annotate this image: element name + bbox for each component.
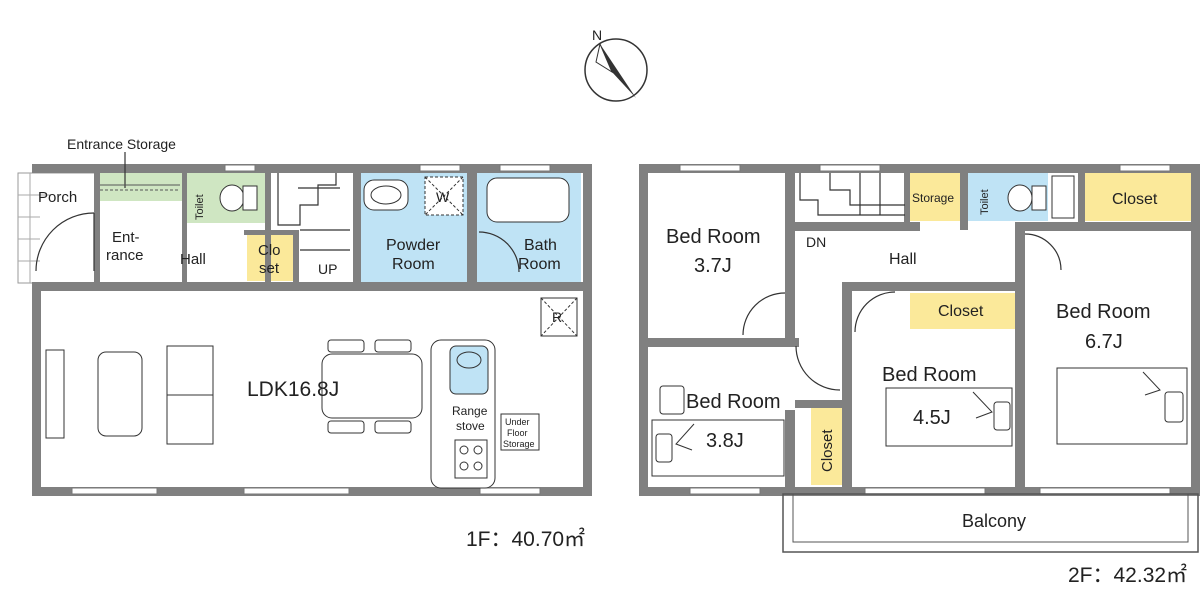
f1-hall-label: Hall [180, 251, 206, 268]
f2-toilet-label: Toilet [979, 189, 991, 215]
powder-room-label-line1: Powder [386, 237, 441, 254]
under-floor-label-line3: Storage [503, 439, 535, 449]
bed38-label-line1: Bed Room [686, 391, 781, 413]
f1-closet-label-line1: Clo [258, 242, 281, 259]
f2-stairs-icon [799, 173, 905, 216]
floor2-area-label: 2F：42.32㎡ [1068, 563, 1187, 587]
bed67-label-line1: Bed Room [1056, 301, 1151, 323]
refrigerator-icon [540, 297, 578, 337]
porch-label: Porch [38, 189, 77, 206]
range-stove-icon [454, 439, 488, 479]
f1-closet-label-line2: set [259, 260, 280, 277]
tv-board-icon [45, 349, 65, 439]
kitchen-sink-icon [449, 345, 489, 395]
f1-toilet-icon [219, 184, 258, 212]
bed67-bed-icon [1056, 367, 1188, 445]
bed67-label-line2: 6.7J [1085, 331, 1123, 353]
f1-stairs-icon [277, 173, 350, 251]
f2-hall-label: Hall [889, 251, 917, 268]
range-stove-label-line2: stove [456, 419, 485, 433]
stairs-up-label: UP [318, 261, 337, 277]
under-floor-label-line2: Floor [507, 428, 528, 438]
f2-closet-mid-label: Closet [938, 303, 984, 320]
bed37-label-line1: Bed Room [666, 226, 761, 248]
bed45-label-line2: 4.5J [913, 407, 951, 429]
bed38-label-line2: 3.8J [706, 430, 744, 452]
f2-storage-label: Storage [912, 191, 954, 205]
kitchen-counter [430, 339, 496, 489]
bed67-door-swing-icon [1024, 233, 1062, 271]
floor-2: Bed Room 3.7J DN Storage Toilet Closet H… [639, 164, 1200, 587]
bath-room-label-line2: Room [518, 256, 561, 273]
entrance-label-line2: rance [106, 247, 144, 264]
f2-closet-top-label: Closet [1112, 191, 1158, 208]
bed37-label-line2: 3.7J [694, 255, 732, 277]
entrance-storage-label: Entrance Storage [67, 136, 176, 152]
bed37-door-swing-icon [742, 292, 786, 336]
under-floor-label-line1: Under [505, 417, 530, 427]
entrance-storage-shelves [100, 184, 180, 191]
bed45-label-line1: Bed Room [882, 364, 977, 386]
sofa-icon [166, 345, 214, 445]
compass-needle-icon [600, 44, 636, 98]
range-stove-label-line1: Range [452, 404, 488, 418]
stairs-down-label: DN [806, 234, 826, 250]
entrance-label-line1: Ent- [112, 229, 140, 246]
f2-closet-vertical-area [811, 408, 842, 485]
bed38-bed-icon [651, 419, 785, 477]
f2-storage-area [910, 173, 960, 221]
f1-walls [32, 164, 592, 496]
f2-closet-mid-area [910, 293, 1016, 329]
floor1-area-label: 1F：40.70㎡ [466, 527, 585, 551]
ldk-label: LDK16.8J [247, 378, 339, 401]
refrigerator-label: R [552, 309, 562, 325]
entrance-door-swing-icon [35, 212, 95, 272]
balcony-label: Balcony [962, 511, 1026, 531]
sink-icon [363, 179, 409, 211]
compass-north-label: N [592, 27, 602, 43]
bathtub-icon [486, 177, 570, 223]
washer-label: W [436, 189, 450, 205]
bath-door-swing-icon [478, 231, 520, 273]
bed45-bed-icon [885, 387, 1013, 447]
coffee-table-icon [97, 351, 143, 437]
dining-table-icon [321, 339, 423, 434]
powder-room-label-line2: Room [392, 256, 435, 273]
bed38-desk-icon [659, 385, 685, 415]
bath-room-label-line1: Bath [524, 237, 557, 254]
f1-entrance-storage-area [98, 173, 182, 201]
bed38-door-swing-icon [795, 345, 841, 391]
f2-toilet-icon [1007, 175, 1075, 219]
balcony-outline [782, 493, 1199, 553]
under-floor-storage-box [500, 413, 540, 451]
compass: N [584, 27, 648, 102]
f2-closet-vertical-label: Closet [819, 429, 836, 472]
f2-closet-top-area [1085, 173, 1191, 221]
floor-1: Entrance Storage Porch Ent- rance Toilet… [17, 136, 592, 551]
f2-walls [639, 164, 1200, 496]
bed45-door-swing-icon [854, 291, 896, 333]
compass-ring [584, 38, 648, 102]
f1-toilet-label: Toilet [194, 194, 206, 220]
